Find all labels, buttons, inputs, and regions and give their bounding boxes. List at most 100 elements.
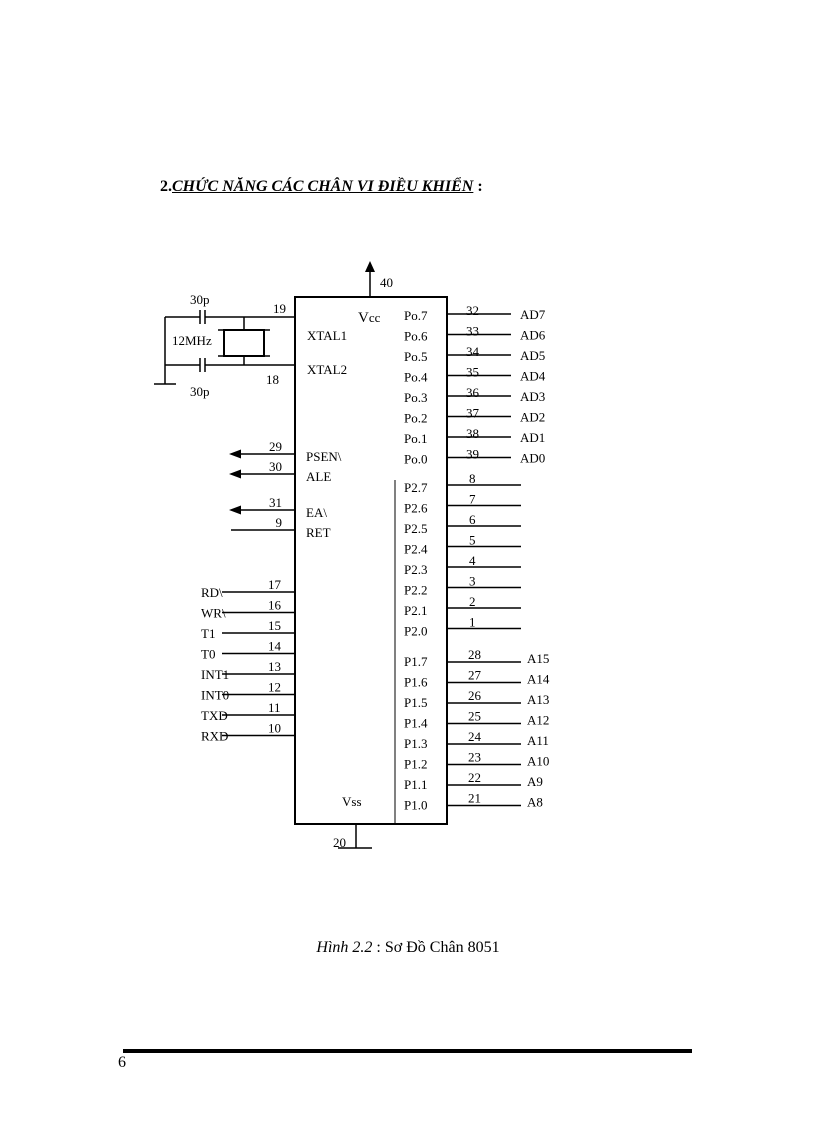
footer-rule bbox=[123, 1049, 692, 1053]
pin-number-p2-1: 2 bbox=[469, 594, 476, 609]
vss-pin-number: 20 bbox=[333, 835, 346, 850]
pin-number-int1: 13 bbox=[268, 659, 281, 674]
pin-number-ad0: 39 bbox=[466, 447, 479, 462]
pin-signal-t1: T1 bbox=[201, 626, 215, 641]
cap-top-value: 30p bbox=[190, 292, 210, 307]
pin-number-t1: 15 bbox=[268, 618, 281, 633]
figure-caption: Hình 2.2 : Sơ Đồ Chân 8051 bbox=[0, 939, 816, 957]
pin-number-wr: 16 bbox=[268, 598, 282, 613]
pin-number-ea: 31 bbox=[269, 495, 282, 510]
pin-number-rxd: 10 bbox=[268, 721, 281, 736]
pin-number-txd: 11 bbox=[268, 700, 281, 715]
section-heading: 2.CHỨC NĂNG CÁC CHÂN VI ĐIỀU KHIỂN : bbox=[160, 178, 483, 196]
pin-number-ad7: 32 bbox=[466, 303, 479, 318]
pin-number-p2-3: 4 bbox=[469, 553, 476, 568]
pin-label-psen: PSEN\ bbox=[306, 449, 342, 464]
port-label-p2-2: P2.2 bbox=[404, 583, 427, 598]
pin-number-p2-0: 1 bbox=[469, 615, 476, 630]
pin-number-p2-2: 3 bbox=[469, 574, 476, 589]
pin-number-ad6: 33 bbox=[466, 324, 479, 339]
pin-signal-ad5: AD5 bbox=[520, 348, 545, 363]
xtal1-label: XTAL1 bbox=[307, 328, 347, 343]
cap-bottom-gap bbox=[200, 359, 205, 371]
pin-number-ad3: 36 bbox=[466, 385, 480, 400]
port-label-a15: P1.7 bbox=[404, 654, 428, 669]
pin-signal-rd: RD\ bbox=[201, 585, 223, 600]
vcc-pin-number: 40 bbox=[380, 275, 393, 290]
pin-signal-ad4: AD4 bbox=[520, 369, 546, 384]
pin-signal-int0: INT0 bbox=[201, 688, 229, 703]
port-label-ad4: Po.4 bbox=[404, 370, 428, 385]
xtal1-pin-number: 19 bbox=[273, 301, 286, 316]
pin-layer: Vcc40Vss2012MHz30p30pXTAL119XTAL21829PSE… bbox=[172, 275, 550, 850]
port-label-ad1: Po.1 bbox=[404, 431, 427, 446]
section-title: CHỨC NĂNG CÁC CHÂN VI ĐIỀU KHIỂN bbox=[172, 178, 474, 195]
vcc-arrow-head bbox=[365, 261, 375, 272]
pin-number-ad4: 35 bbox=[466, 365, 479, 380]
pin-signal-wr: WR\ bbox=[201, 606, 226, 621]
pin-number-a14: 27 bbox=[468, 668, 482, 683]
figure-number: Hình 2.2 bbox=[316, 939, 373, 956]
pin-number-ale: 30 bbox=[269, 459, 282, 474]
pin-signal-a8: A8 bbox=[527, 795, 543, 810]
port-label-a10: P1.2 bbox=[404, 757, 427, 772]
caption-separator: : bbox=[372, 939, 385, 956]
cap-bottom-value: 30p bbox=[190, 384, 210, 399]
port-label-a13: P1.5 bbox=[404, 695, 427, 710]
port-label-a14: P1.6 bbox=[404, 675, 428, 690]
caption-text: Sơ Đồ Chân 8051 bbox=[384, 939, 500, 956]
pin-signal-a15: A15 bbox=[527, 651, 549, 666]
cap-top-gap bbox=[200, 311, 205, 323]
port-label-a9: P1.1 bbox=[404, 777, 427, 792]
port-label-ad7: Po.7 bbox=[404, 308, 428, 323]
port-label-ad2: Po.2 bbox=[404, 411, 427, 426]
pin-signal-ad7: AD7 bbox=[520, 307, 546, 322]
port-label-p2-1: P2.1 bbox=[404, 603, 427, 618]
pin-number-a10: 23 bbox=[468, 750, 481, 765]
xtal2-label: XTAL2 bbox=[307, 362, 347, 377]
vcc-label: Vcc bbox=[358, 310, 381, 326]
pin-signal-ad2: AD2 bbox=[520, 410, 545, 425]
section-number: 2. bbox=[160, 178, 172, 195]
port-label-p2-0: P2.0 bbox=[404, 624, 427, 639]
port-label-a12: P1.4 bbox=[404, 716, 428, 731]
section-suffix: : bbox=[473, 178, 483, 195]
pin-signal-ad1: AD1 bbox=[520, 430, 545, 445]
pin-signal-ad6: AD6 bbox=[520, 328, 546, 343]
port-label-ad0: Po.0 bbox=[404, 452, 427, 467]
xtal2-pin-number: 18 bbox=[266, 372, 279, 387]
pin-number-a9: 22 bbox=[468, 770, 481, 785]
crystal-body bbox=[223, 329, 265, 357]
pin-signal-int1: INT1 bbox=[201, 667, 229, 682]
pin-signal-ad3: AD3 bbox=[520, 389, 545, 404]
port-label-a11: P1.3 bbox=[404, 736, 427, 751]
pin-number-int0: 12 bbox=[268, 680, 281, 695]
pin-signal-txd: TXD bbox=[201, 708, 228, 723]
pin-signal-a10: A10 bbox=[527, 754, 549, 769]
pin-number-a13: 26 bbox=[468, 688, 482, 703]
pin-number-ad2: 37 bbox=[466, 406, 480, 421]
port-label-a8: P1.0 bbox=[404, 798, 427, 813]
pin-number-a12: 25 bbox=[468, 709, 481, 724]
pin-number-t0: 14 bbox=[268, 639, 282, 654]
pin-number-p2-5: 6 bbox=[469, 512, 476, 527]
pin-number-ad1: 38 bbox=[466, 426, 479, 441]
pin-signal-a14: A14 bbox=[527, 672, 550, 687]
pin-number-psen: 29 bbox=[269, 439, 282, 454]
port-label-ad3: Po.3 bbox=[404, 390, 427, 405]
pin-number-ret: 9 bbox=[276, 515, 283, 530]
pin-arrow-ale bbox=[229, 469, 241, 479]
pin-label-ale: ALE bbox=[306, 469, 331, 484]
pin-signal-ad0: AD0 bbox=[520, 451, 545, 466]
port-label-p2-7: P2.7 bbox=[404, 480, 428, 495]
vss-label: Vss bbox=[342, 794, 362, 809]
pin-signal-a13: A13 bbox=[527, 692, 549, 707]
port-label-p2-4: P2.4 bbox=[404, 542, 428, 557]
pin-label-ea: EA\ bbox=[306, 505, 327, 520]
pin-number-a15: 28 bbox=[468, 647, 481, 662]
pin-number-p2-4: 5 bbox=[469, 533, 476, 548]
pin-label-ret: RET bbox=[306, 525, 331, 540]
port-label-p2-6: P2.6 bbox=[404, 501, 428, 516]
port-label-p2-5: P2.5 bbox=[404, 521, 427, 536]
